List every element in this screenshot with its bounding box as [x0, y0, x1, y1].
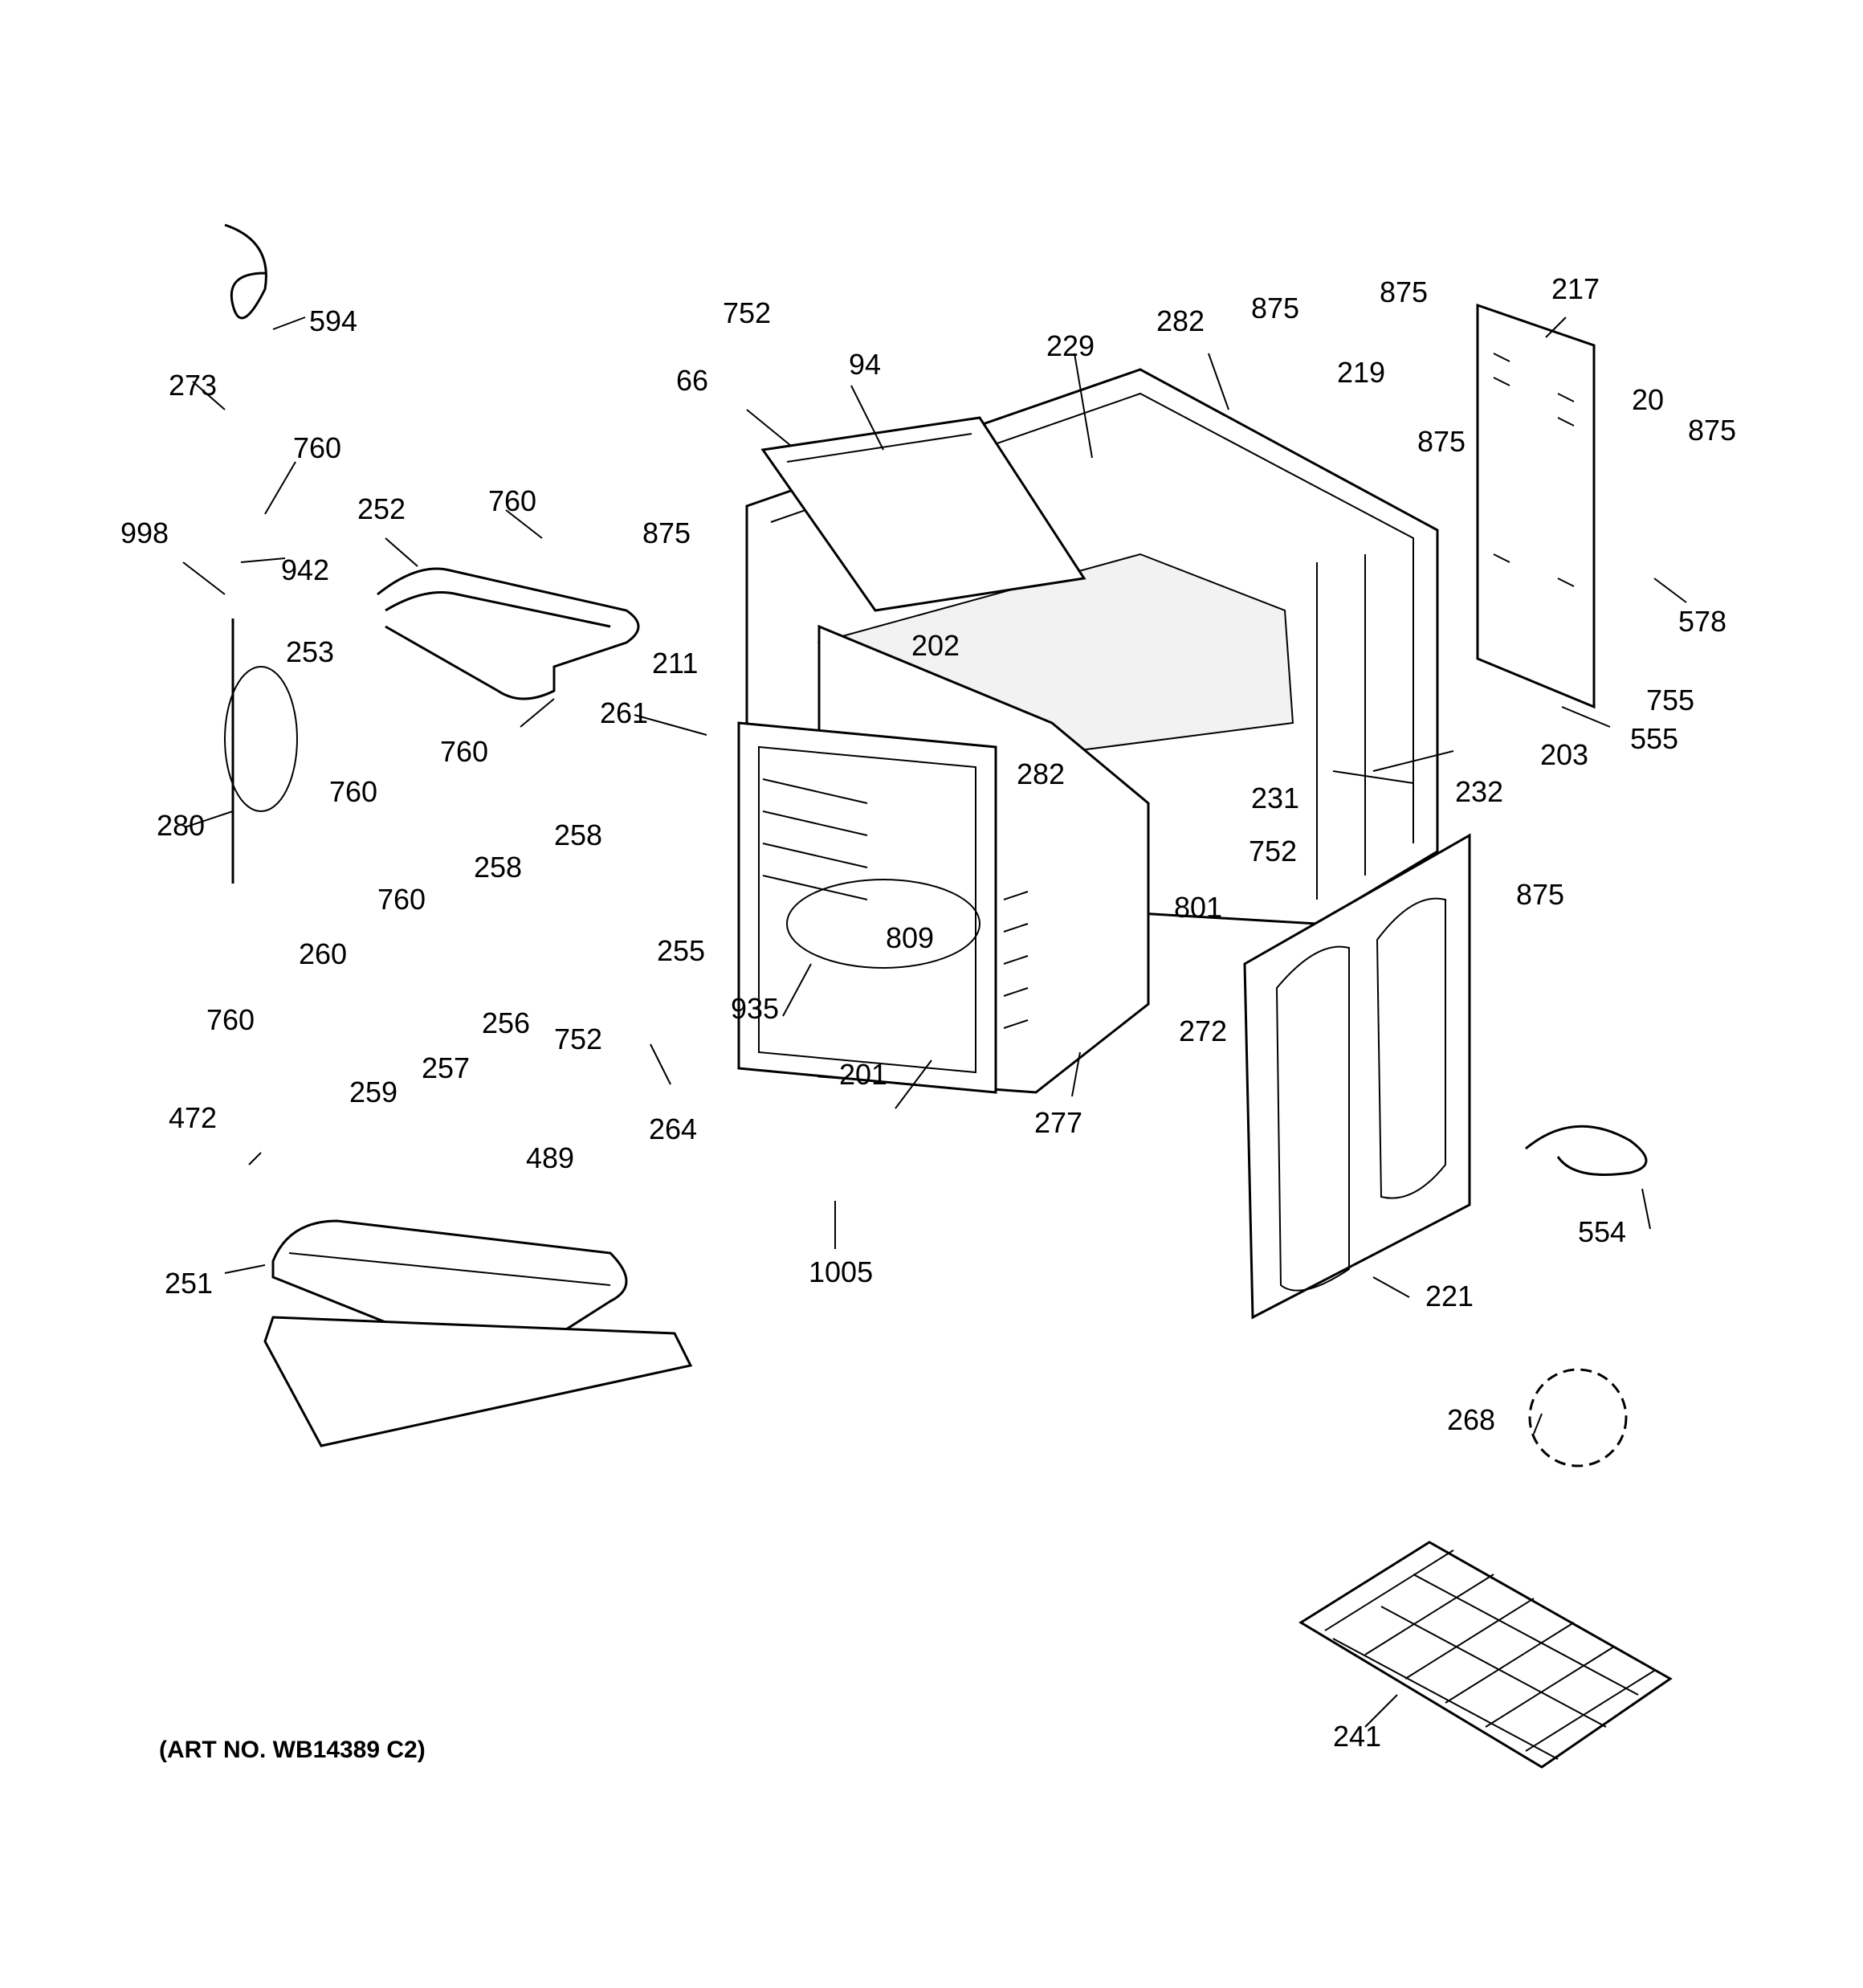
inset-circle-268 [1528, 1368, 1628, 1468]
callout-255: 255 [657, 934, 705, 967]
callout-472: 472 [169, 1101, 217, 1134]
callout-221: 221 [1425, 1280, 1474, 1312]
callout-211: 211 [652, 647, 698, 680]
callout-875: 875 [1417, 425, 1466, 458]
callout-219: 219 [1337, 356, 1385, 389]
callout-257: 257 [422, 1051, 470, 1084]
callout-809: 809 [886, 921, 934, 954]
callout-260: 260 [299, 937, 347, 970]
callout-256: 256 [482, 1006, 530, 1039]
callout-760: 760 [293, 431, 341, 464]
callout-66: 66 [676, 364, 708, 397]
broil-element-252 [377, 567, 640, 700]
callout-875: 875 [642, 516, 691, 549]
callout-752: 752 [1249, 835, 1297, 867]
callout-264: 264 [649, 1112, 697, 1145]
wire-harness-594 [224, 223, 267, 320]
callout-282: 282 [1017, 757, 1065, 790]
callout-875: 875 [1251, 292, 1299, 325]
callout-261: 261 [600, 696, 648, 729]
callout-760: 760 [206, 1003, 255, 1036]
callout-1005: 1005 [809, 1255, 873, 1288]
callout-282: 282 [1156, 304, 1205, 337]
callout-203: 203 [1540, 738, 1588, 771]
callout-231: 231 [1251, 782, 1299, 814]
side-panel-221 [1243, 833, 1471, 1320]
vent-bracket-66-94 [760, 416, 1086, 612]
callout-272: 272 [1179, 1014, 1227, 1047]
callout-259: 259 [349, 1076, 397, 1108]
callout-273: 273 [169, 369, 217, 402]
callout-258: 258 [554, 818, 602, 851]
callout-760: 760 [440, 735, 488, 768]
callout-94: 94 [849, 348, 881, 381]
callout-594: 594 [309, 304, 357, 337]
callout-760: 760 [329, 775, 377, 808]
callout-875: 875 [1380, 276, 1428, 308]
callout-489: 489 [526, 1141, 574, 1174]
callout-labels: 594 273 760 998 942 252 760 253 760 760 … [120, 272, 1736, 1753]
callout-942: 942 [281, 553, 329, 586]
callout-252: 252 [357, 492, 406, 525]
callout-201: 201 [839, 1058, 887, 1091]
art-number: (ART NO. WB14389 C2) [159, 1737, 426, 1763]
callout-253: 253 [286, 635, 334, 668]
callout-20: 20 [1632, 383, 1664, 416]
callout-277: 277 [1034, 1106, 1082, 1139]
callout-875: 875 [1688, 414, 1736, 447]
callout-998: 998 [120, 516, 169, 549]
callout-232: 232 [1455, 775, 1503, 808]
callout-217: 217 [1551, 272, 1600, 305]
oven-cavity-front-frame [737, 721, 997, 1094]
callout-578: 578 [1678, 605, 1726, 638]
power-cord-554 [1525, 1125, 1648, 1176]
callout-752: 752 [723, 296, 771, 329]
oven-body-drawing [737, 368, 1439, 1094]
callout-202: 202 [911, 629, 960, 662]
callout-280: 280 [157, 809, 205, 842]
callout-755: 755 [1646, 684, 1694, 716]
callout-801: 801 [1174, 891, 1222, 924]
callout-875: 875 [1516, 878, 1564, 911]
back-panel-217 [1476, 303, 1596, 709]
temperature-sensor-280 [224, 618, 298, 884]
callout-241: 241 [1333, 1720, 1381, 1753]
callout-251: 251 [165, 1267, 213, 1300]
drawer-pan [263, 1316, 693, 1447]
callout-258: 258 [474, 851, 522, 884]
callout-229: 229 [1046, 329, 1095, 362]
callout-555: 555 [1630, 722, 1678, 755]
oven-rack-241 [1298, 1541, 1673, 1769]
callout-268: 268 [1447, 1403, 1495, 1436]
leader-lines [182, 316, 1687, 1728]
callout-752: 752 [554, 1023, 602, 1055]
callout-554: 554 [1578, 1215, 1626, 1248]
callout-760: 760 [488, 484, 536, 517]
callout-935: 935 [731, 992, 779, 1025]
callout-760: 760 [377, 883, 426, 916]
